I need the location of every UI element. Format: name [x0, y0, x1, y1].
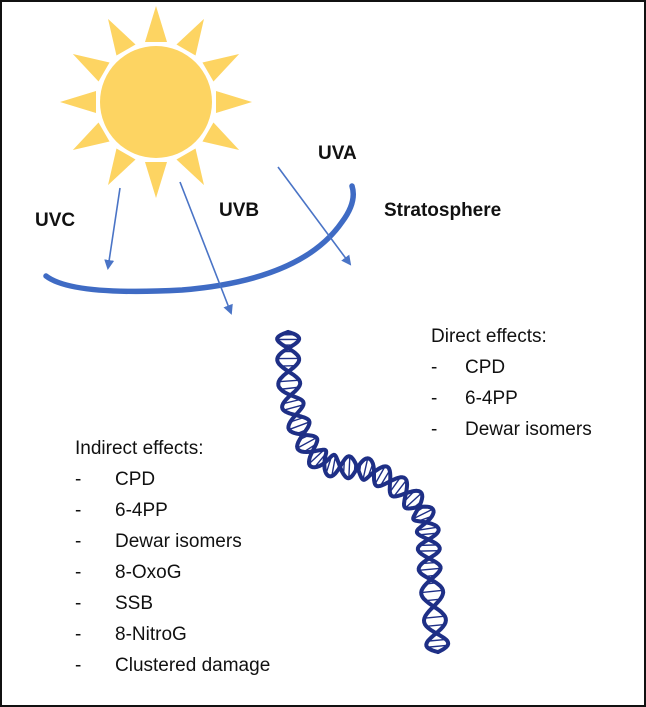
- dna-base-pair: [348, 456, 351, 479]
- dna-helix-icon: [275, 330, 451, 654]
- sun-ray: [176, 18, 204, 56]
- dna-base-pair: [393, 479, 407, 497]
- sun-ray: [176, 148, 204, 186]
- sun-ray: [145, 6, 167, 42]
- uvb-label: UVB: [219, 200, 260, 221]
- list-marker: -: [75, 562, 82, 583]
- sun-disc: [100, 46, 212, 158]
- list-marker: -: [431, 357, 438, 378]
- list-item: -CPD: [75, 464, 270, 495]
- list-marker: -: [431, 388, 438, 409]
- dna-base-pair: [427, 638, 446, 642]
- list-marker: -: [75, 531, 82, 552]
- uva-label: UVA: [318, 143, 357, 164]
- dna-base-pair: [308, 449, 325, 465]
- sun-ray: [72, 122, 110, 150]
- sun-ray: [72, 54, 110, 82]
- dna-base-pair: [426, 623, 445, 628]
- dna-base-pair: [374, 465, 386, 485]
- list-marker: -: [75, 655, 82, 676]
- dna-base-pair: [283, 404, 304, 411]
- dna-base-pair: [278, 379, 300, 383]
- dna-base-pair: [288, 421, 310, 431]
- dna-base-pair: [331, 455, 337, 477]
- dna-base-pair: [280, 386, 299, 390]
- sun-ray: [108, 18, 136, 56]
- list-item: -8-NitroG: [75, 619, 270, 650]
- dna-base-pair: [427, 644, 448, 648]
- indirect-effects-heading: Indirect effects:: [75, 438, 204, 459]
- indirect-effects-list: -CPD -6-4PP -Dewar isomers -8-OxoG -SSB …: [75, 464, 270, 681]
- list-marker: -: [431, 419, 438, 440]
- dna-base-pair: [421, 589, 444, 594]
- direct-effects-heading: Direct effects:: [431, 326, 547, 347]
- dna-base-pair: [417, 526, 438, 532]
- dna-base-pair: [418, 567, 441, 572]
- sun-ray: [145, 162, 167, 198]
- direct-effects-list: -CPD -6-4PP -Dewar isomers: [431, 352, 592, 445]
- dna-base-pair: [412, 508, 434, 520]
- dna-base-pair: [297, 437, 317, 449]
- list-item: -6-4PP: [431, 383, 592, 414]
- sun-ray: [202, 54, 240, 82]
- list-item: -Clustered damage: [75, 650, 270, 681]
- list-item: -CPD: [431, 352, 592, 383]
- sun-icon: [60, 6, 252, 198]
- sun-rays: [60, 6, 252, 198]
- uvc-label: UVC: [35, 210, 76, 231]
- list-item: -6-4PP: [75, 495, 270, 526]
- list-marker: -: [75, 624, 82, 645]
- list-item: -Dewar isomers: [431, 414, 592, 445]
- direct-effects: Direct effects: -CPD -6-4PP -Dewar isome…: [431, 324, 592, 445]
- uvc-arrow: [104, 187, 121, 270]
- dna-base-pair: [424, 615, 445, 619]
- dna-base-pair: [404, 492, 422, 509]
- stratosphere-label: Stratosphere: [384, 200, 502, 221]
- list-marker: -: [75, 500, 82, 521]
- indirect-effects: Indirect effects: -CPD -6-4PP -Dewar iso…: [75, 436, 270, 681]
- sun-ray: [202, 122, 240, 150]
- uva-arrow: [277, 166, 352, 266]
- list-marker: -: [75, 469, 82, 490]
- sun-ray: [216, 91, 252, 113]
- sun-ray: [108, 148, 136, 186]
- list-item: -SSB: [75, 588, 270, 619]
- uvb-arrow: [179, 181, 233, 315]
- list-item: -Dewar isomers: [75, 526, 270, 557]
- list-marker: -: [75, 593, 82, 614]
- dna-strand-b: [275, 330, 448, 654]
- dna-base-pair: [362, 458, 369, 480]
- list-item: -8-OxoG: [75, 557, 270, 588]
- stratosphere-band: [43, 183, 356, 295]
- sun-ray: [60, 91, 96, 113]
